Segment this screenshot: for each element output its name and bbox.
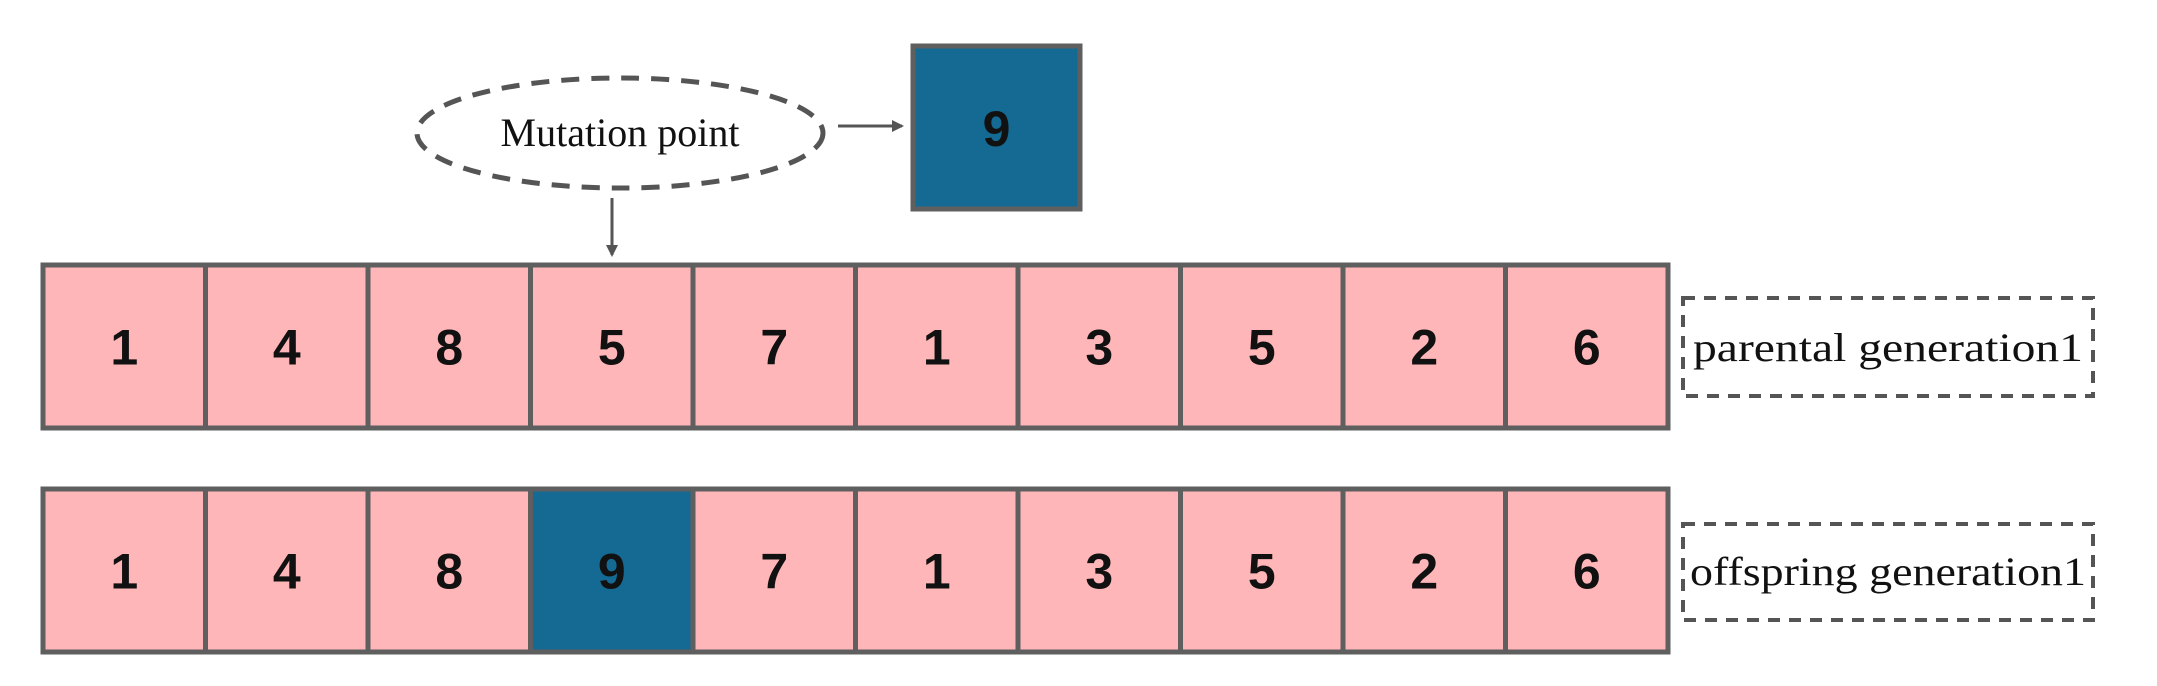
mutation-point-callout: Mutation point — [414, 75, 826, 191]
gene-value: 1 — [110, 320, 138, 376]
gene-cell — [1015, 486, 1183, 655]
mutation-point-label: Mutation point — [501, 110, 740, 155]
gene-cell — [528, 262, 696, 431]
gene-value: 2 — [1410, 544, 1438, 600]
gene-value: 5 — [1248, 320, 1276, 376]
gene-value: 1 — [110, 544, 138, 600]
gene-value: 8 — [435, 320, 463, 376]
gene-value: 3 — [1085, 544, 1113, 600]
offspring-generation-label: offspring generation1 — [1690, 549, 2086, 594]
gene-cell — [1503, 486, 1671, 655]
gene-cell — [1503, 262, 1671, 431]
gene-value: 7 — [760, 544, 788, 600]
gene-value: 8 — [435, 544, 463, 600]
gene-value: 6 — [1573, 320, 1601, 376]
gene-cell — [365, 262, 533, 431]
gene-value: 7 — [760, 320, 788, 376]
mutated-gene-cell — [528, 486, 696, 655]
gene-value: 3 — [1085, 320, 1113, 376]
parental-chromosome-row: 1 4 8 5 7 1 3 5 2 6 — [40, 262, 1671, 431]
offspring-chromosome-row: 1 4 8 9 7 1 3 5 2 6 — [40, 486, 1671, 655]
gene-cell — [853, 262, 1021, 431]
gene-value: 9 — [598, 544, 626, 600]
gene-cell — [690, 262, 858, 431]
parental-row-label-box: parental generation1 — [1681, 296, 2095, 398]
gene-value: 4 — [273, 544, 301, 600]
gene-value: 5 — [1248, 544, 1276, 600]
gene-value: 2 — [1410, 320, 1438, 376]
gene-cell — [365, 486, 533, 655]
gene-cell — [40, 262, 208, 431]
mutation-point-ellipse — [414, 75, 826, 191]
gene-cell — [1015, 262, 1183, 431]
gene-cell — [1178, 262, 1346, 431]
gene-value: 5 — [598, 320, 626, 376]
gene-cell — [1178, 486, 1346, 655]
new-gene-value: 9 — [983, 101, 1011, 157]
gene-cell — [853, 486, 1021, 655]
offspring-row-label-box: offspring generation1 — [1681, 522, 2095, 622]
parental-generation-label: parental generation1 — [1693, 325, 2083, 370]
gene-value: 4 — [273, 320, 301, 376]
new-gene-rect — [910, 43, 1083, 212]
gene-value: 1 — [923, 544, 951, 600]
gene-value: 1 — [923, 320, 951, 376]
gene-value: 6 — [1573, 544, 1601, 600]
gene-cell — [40, 486, 208, 655]
gene-cell — [690, 486, 858, 655]
new-gene-box: 9 — [910, 43, 1083, 212]
